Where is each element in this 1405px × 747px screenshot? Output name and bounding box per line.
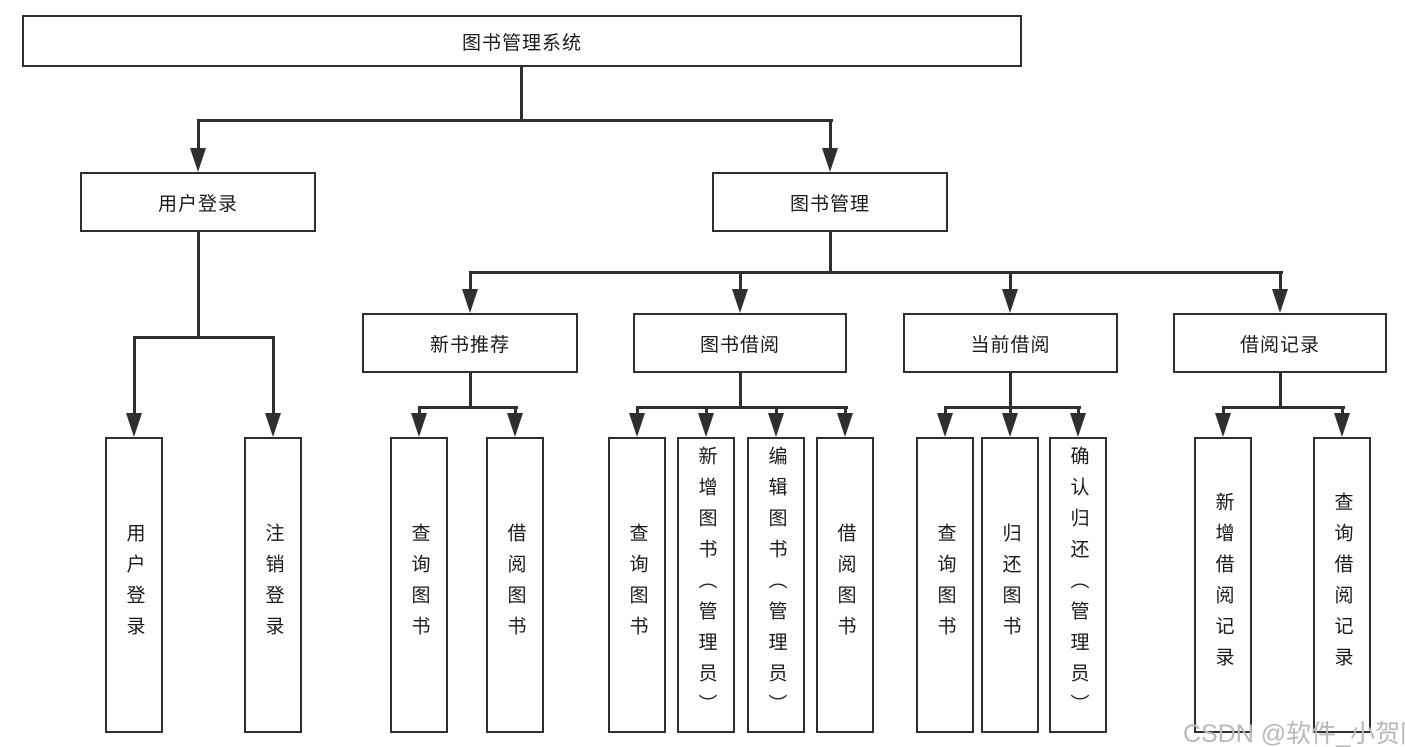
connector-line (469, 271, 472, 291)
arrowhead-down-icon (126, 413, 142, 437)
connector-line (1222, 406, 1345, 409)
connector-line (418, 406, 421, 415)
arrowhead-down-icon (507, 413, 523, 437)
connector-line (197, 119, 833, 122)
node-book-management: 图书管理 (712, 172, 948, 232)
connector-line (469, 371, 472, 409)
arrowhead-down-icon (462, 289, 478, 313)
connector-line (514, 406, 517, 415)
node-book-management-label: 图书管理 (789, 193, 870, 215)
arrowhead-down-icon (768, 413, 784, 437)
connector-line (739, 371, 742, 409)
leaf-record-query: 查询借阅记录 (1313, 437, 1371, 733)
leaf-recommend-query-books: 查询图书 (390, 437, 448, 733)
node-current-borrow: 当前借阅 (903, 313, 1118, 373)
leaf-borrow-borrow-books-label: 借阅图书 (834, 523, 856, 647)
connector-line (705, 406, 708, 415)
node-root-label: 图书管理系统 (461, 32, 582, 54)
connector-line (1279, 371, 1282, 409)
connector-line (636, 406, 639, 415)
leaf-recommend-borrow-books-label: 借阅图书 (504, 523, 526, 647)
leaf-borrow-edit-books-label: 编辑图书（管理员） (765, 445, 787, 725)
arrowhead-down-icon (837, 413, 853, 437)
arrowhead-down-icon (629, 413, 645, 437)
arrowhead-down-icon (1272, 289, 1288, 313)
connector-line (829, 119, 832, 151)
leaf-borrow-edit-books: 编辑图书（管理员） (747, 437, 805, 733)
connector-line (739, 271, 742, 291)
leaf-current-return-books-label: 归还图书 (999, 523, 1021, 647)
connector-line (636, 406, 848, 409)
leaf-borrow-add-books-label: 新增图书（管理员） (695, 445, 717, 725)
node-user-login-label: 用户登录 (157, 193, 238, 215)
connector-line (944, 406, 1081, 409)
node-book-borrow: 图书借阅 (633, 313, 847, 373)
connector-line (775, 406, 778, 415)
leaf-current-confirm-return: 确认归还（管理员） (1049, 437, 1107, 733)
arrowhead-down-icon (698, 413, 714, 437)
node-user-login: 用户登录 (80, 172, 316, 232)
connector-line (829, 230, 832, 273)
node-root: 图书管理系统 (22, 15, 1022, 67)
arrowhead-down-icon (1334, 413, 1350, 437)
leaf-borrow-query-books: 查询图书 (608, 437, 666, 733)
connector-line (1222, 406, 1225, 415)
leaf-current-return-books: 归还图书 (981, 437, 1039, 733)
arrowhead-down-icon (1002, 289, 1018, 313)
connector-line (133, 336, 275, 339)
arrowhead-down-icon (1215, 413, 1231, 437)
arrowhead-down-icon (937, 413, 953, 437)
arrowhead-down-icon (1070, 413, 1086, 437)
arrowhead-down-icon (732, 289, 748, 313)
leaf-record-add: 新增借阅记录 (1194, 437, 1252, 733)
leaf-record-query-label: 查询借阅记录 (1331, 492, 1353, 678)
connector-line (1009, 271, 1012, 291)
connector-line (1341, 406, 1344, 415)
node-current-borrow-label: 当前借阅 (970, 334, 1051, 356)
arrowhead-down-icon (411, 413, 427, 437)
connector-line (1279, 271, 1282, 291)
connector-line (1009, 371, 1012, 409)
arrowhead-down-icon (190, 148, 206, 172)
leaf-recommend-borrow-books: 借阅图书 (486, 437, 544, 733)
connector-line (944, 406, 947, 415)
leaf-borrow-borrow-books: 借阅图书 (816, 437, 874, 733)
connector-line (1077, 406, 1080, 415)
leaf-current-query-books: 查询图书 (916, 437, 974, 733)
leaf-logout: 注销登录 (244, 437, 302, 733)
arrowhead-down-icon (1002, 413, 1018, 437)
connector-line (1009, 406, 1012, 415)
connector-line (133, 336, 136, 414)
connector-line (844, 406, 847, 415)
leaf-recommend-query-books-label: 查询图书 (408, 523, 430, 647)
leaf-user-login: 用户登录 (105, 437, 163, 733)
arrowhead-down-icon (822, 148, 838, 172)
node-book-borrow-label: 图书借阅 (699, 334, 780, 356)
connector-line (272, 336, 275, 414)
leaf-record-add-label: 新增借阅记录 (1212, 492, 1234, 678)
node-new-book-recommend: 新书推荐 (362, 313, 578, 373)
watermark: CSDN @软件_小贺同学 (1183, 720, 1405, 747)
connector-line (469, 271, 1283, 274)
node-borrow-record-label: 借阅记录 (1239, 334, 1320, 356)
leaf-current-confirm-return-label: 确认归还（管理员） (1067, 445, 1089, 725)
leaf-user-login-label: 用户登录 (123, 523, 145, 647)
leaf-borrow-query-books-label: 查询图书 (626, 523, 648, 647)
leaf-current-query-books-label: 查询图书 (934, 523, 956, 647)
connector-line (197, 230, 200, 338)
leaf-logout-label: 注销登录 (262, 523, 284, 647)
connector-line (418, 406, 518, 409)
arrowhead-down-icon (265, 413, 281, 437)
connector-line (197, 119, 200, 151)
leaf-borrow-add-books: 新增图书（管理员） (677, 437, 735, 733)
node-new-book-recommend-label: 新书推荐 (429, 334, 510, 356)
connector-line (520, 67, 523, 121)
node-borrow-record: 借阅记录 (1173, 313, 1387, 373)
